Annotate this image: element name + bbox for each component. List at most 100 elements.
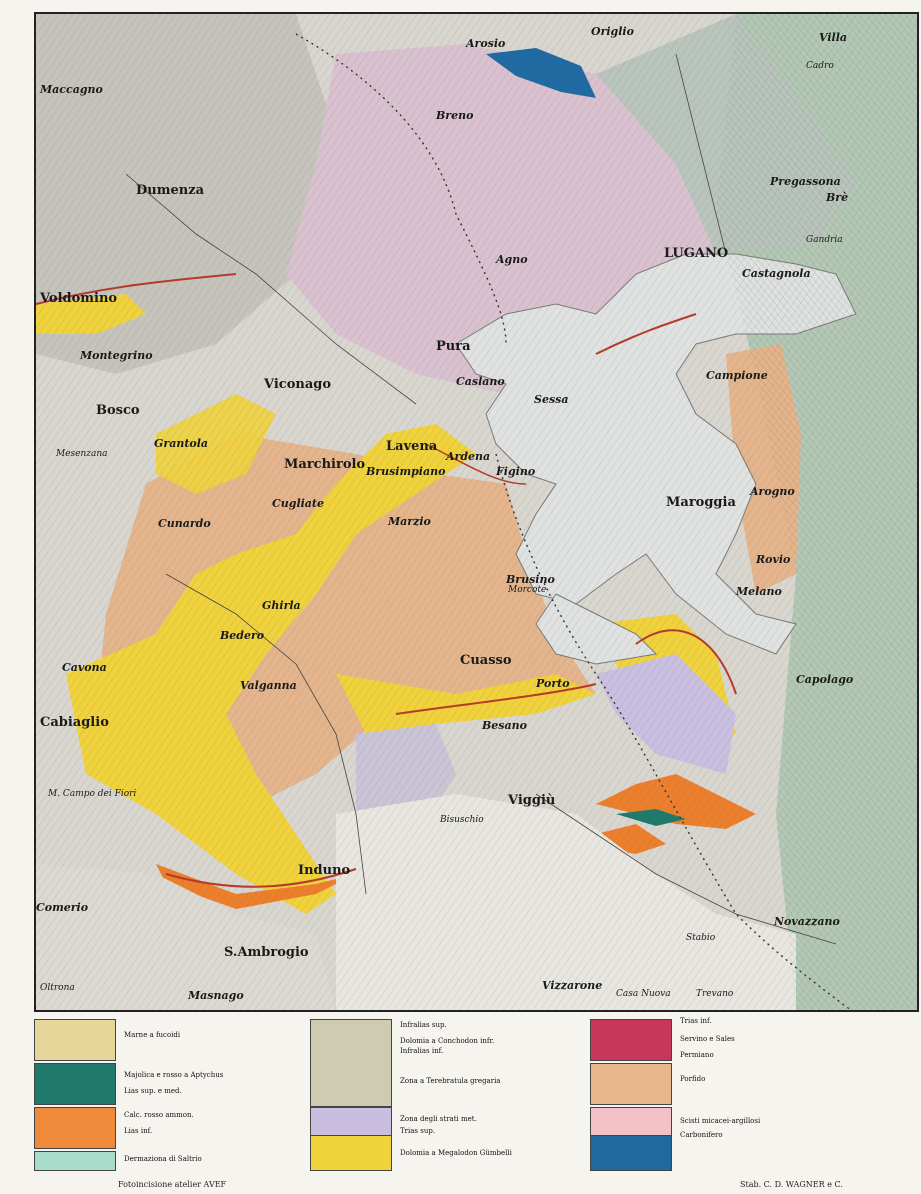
legend-swatch-infralias [310,1019,392,1107]
label-valganna: Valganna [240,679,297,692]
footer-right: Stab. C. D. WAGNER e C. [740,1180,843,1189]
label-figino: Figino [496,465,536,478]
label-maccagno: Maccagno [40,83,103,96]
legend-swatch-carbonifero [590,1135,672,1171]
label-trevano: Trevano [696,989,734,999]
label-voldomino: Voldomino [40,291,118,306]
label-grantola: Grantola [154,437,209,450]
label-stabio: Stabio [686,933,716,943]
footer-left: Fotoincisione atelier AVEF [118,1180,227,1189]
legend-label: Trias inf. [680,1017,712,1025]
label-origlio: Origlio [591,25,634,38]
legend-label: Infralias sup. [400,1021,447,1029]
label-comerio: Comerio [36,901,89,914]
road-1 [125,173,417,405]
legend-label: Zona a Terebratula gregaria [400,1077,501,1085]
label-pregassona: Pregassona [770,175,841,188]
label-viggiu: Viggiù [508,793,556,808]
label-caslano: Caslano [456,375,505,388]
legend-label: Marne a fucoidi [124,1031,181,1039]
label-cuasso: Cuasso [460,653,512,668]
label-cunardo: Cunardo [158,517,211,530]
label-novazzano: Novazzano [774,915,840,928]
label-sessa: Sessa [534,393,569,406]
boundary-southwest [165,868,357,888]
boundary-south [395,683,597,715]
legend-label: Carbonifero [680,1131,723,1139]
label-ghirla: Ghirla [262,599,301,612]
legend-label: Trias sup. [400,1127,436,1135]
label-montegrino: Montegrino [80,349,153,362]
geological-map[interactable]: LUGANO Castagnola Gandria Villa Cadro Br… [34,12,919,1012]
label-ardena: Ardena [446,450,491,463]
label-pura: Pura [436,339,471,354]
label-arosio: Arosio [466,37,506,50]
map-drawing [36,14,917,1010]
legend-label: Permiano [680,1051,714,1059]
road-4 [675,53,727,255]
label-morcote: Morcote [508,585,547,595]
legend-swatch-majolica [34,1063,116,1105]
label-bosco: Bosco [96,403,140,418]
label-dumenza: Dumenza [136,183,205,198]
legend-label: Lias sup. e med. [124,1087,182,1095]
boundary-ridge [635,629,737,695]
road-3 [535,793,837,945]
label-vizzarone: Vizzarone [542,979,603,992]
label-lugano: LUGANO [664,246,729,261]
label-campione: Campione [706,369,768,382]
legend-label: Dermaziona di Saltrio [124,1155,202,1163]
label-maroggia: Maroggia [666,495,736,510]
legend-swatch-saltrio [34,1151,116,1171]
label-cavona: Cavona [62,661,107,674]
legend-label: Zona degli strati met. [400,1115,477,1123]
label-bedero: Bedero [220,629,265,642]
label-oltrona: Oltrona [40,983,75,993]
label-casanuova: Casa Nuova [616,989,671,999]
label-capolago: Capolago [796,673,854,686]
label-gandria: Gandria [806,235,843,245]
label-cugliate: Cugliate [272,497,325,510]
label-melano: Melano [736,585,782,598]
label-besano: Besano [482,719,527,732]
national-border [295,33,852,1010]
boundary-mid [425,443,527,485]
label-rovio: Rovio [756,553,791,566]
legend-swatch-porfido [590,1063,672,1105]
legend-label: Dolomia a Megalodon Gümbelli [400,1149,512,1157]
legend-swatch-calc-rosso [34,1107,116,1149]
label-breno: Breno [436,109,474,122]
label-bisuschio: Bisuschio [440,815,484,825]
label-induno: Induno [298,863,351,878]
legend-label: Calc. rosso ammon. [124,1111,194,1119]
label-masnago: Masnago [188,989,244,1002]
label-villa: Villa [819,31,848,44]
label-lavena: Lavena [386,439,438,454]
label-castagnola: Castagnola [742,267,811,280]
legend-label: Infralias inf. [400,1047,444,1055]
label-bre: Brè [826,191,849,204]
legend-label: Majolica e rosso a Aptychus [124,1071,224,1079]
legend-label: Servino e Sales [680,1035,735,1043]
legend: Marne a fucoidi Majolica e rosso a Aptyc… [34,1015,919,1175]
legend-label: Porfido [680,1075,706,1083]
label-cadro: Cadro [806,61,834,71]
label-marzio: Marzio [388,515,431,528]
boundary-east [595,313,697,355]
label-porto: Porto [536,677,570,690]
label-arogno: Arogno [750,485,795,498]
label-viconago: Viconago [264,377,332,392]
label-brusino: Brusino [506,573,555,586]
road-2 [165,573,367,895]
label-agno: Agno [496,253,528,266]
label-sambrogio: S.Ambrogio [224,945,309,960]
label-mesenzana: Mesenzana [56,449,108,459]
legend-label: Lias inf. [124,1127,153,1135]
label-marchirolo: Marchirolo [284,457,366,472]
label-campo-dei-fiori: M. Campo dei Fiori [48,789,137,799]
legend-swatch-trias-inf [590,1019,672,1061]
legend-swatch-marne [34,1019,116,1061]
legend-swatch-dolomia [310,1135,392,1171]
label-brusimpiano: Brusimpiano [366,465,446,478]
